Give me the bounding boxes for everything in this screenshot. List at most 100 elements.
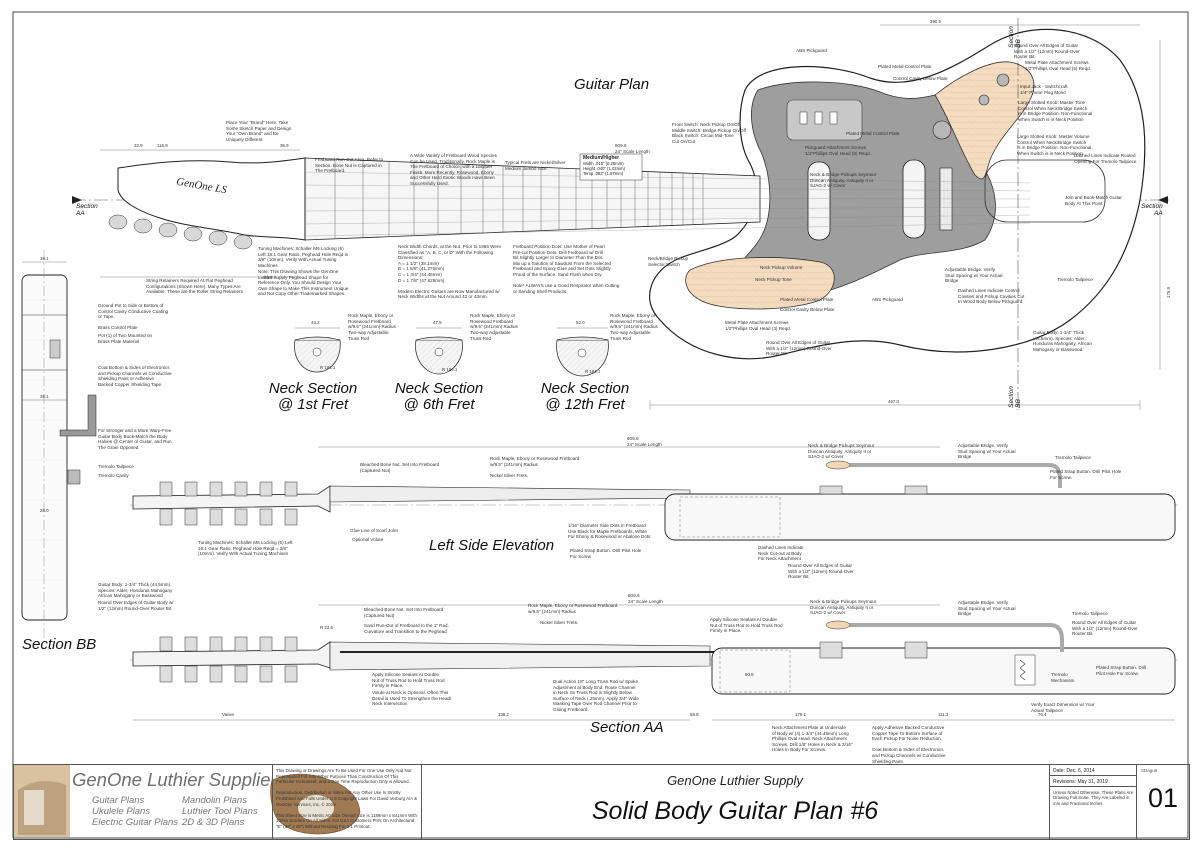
aa-neck [329, 641, 711, 671]
dim-ns1-width: 43.2 [311, 320, 320, 325]
string-gauge-line-3: Temp .062" (1.57mm) [583, 171, 624, 176]
dim-ns6-width: 47.9 [433, 320, 442, 325]
note-aa-bridge: Adjustable Bridge. Verify Stud Spacing w… [958, 600, 1016, 617]
note-dashed-control: Dashed Lines Indicate Control Cavities a… [958, 288, 1025, 305]
note-adjustable-bridge: Adjustable Bridge. Verify Stud Spacing w… [945, 267, 1003, 284]
note-ls-side-dots: 1/16" Diameter Side Dots in Fretboard Us… [568, 523, 651, 540]
note-neck-pickup-tone: Neck Pickup Tone [755, 277, 792, 282]
dim-aa-588: 58.8 [690, 712, 699, 717]
dim-ns6-radius: R 184.1 [442, 367, 458, 372]
dim-overall-body: 467.0 [888, 399, 899, 404]
note-aa-pickups: Neck & Bridge Pickups Seymour Duncan Ant… [810, 599, 877, 616]
string-gauge-title: Medium/Higher [583, 155, 620, 161]
link-luthier-tool-plans[interactable]: Luthier Tool Plans [182, 806, 258, 817]
note-round-over-bottom: Round Over All Edges of Guitar With a 1/… [766, 340, 832, 357]
note-control-cavity-2: Control Cavity Below Plate [780, 307, 835, 312]
title-logo-graphics [14, 765, 361, 837]
dim-aa-varies: Varies [222, 712, 235, 717]
note-neck-pickup-volume: Neck Pickup Volume [760, 265, 803, 270]
section-aa-marker-right: Section AA [1141, 203, 1163, 217]
scale-note: Unless Noted Otherwise, These Plans Are … [1049, 787, 1137, 839]
note-ls-volute: Optional Volute [352, 537, 384, 542]
dim-ns1-radius: R 184.1 [320, 365, 336, 370]
neck-section-12-shape [556, 339, 609, 377]
note-dashed-tailpiece: Dashed Lines Indicate Routed Opening For… [1074, 153, 1137, 164]
note-ls-rock: Rock Maple, Ebony or Rosewood Fretboard … [490, 456, 580, 467]
headstock [117, 157, 306, 241]
link-ukulele-plans[interactable]: Ukulele Plans [92, 806, 151, 817]
note-neck-width: Neck Width Chords, at the Nut. Prior to … [398, 244, 502, 300]
note-aa-rock: Rock Maple, Ebony or Rosewood Fretboard … [528, 603, 618, 614]
drawing-code: SDagu6 [1141, 768, 1158, 773]
guitar-plan-view [72, 18, 1170, 410]
neck-pickup [807, 161, 831, 241]
title-neck-1st: Neck Section @ 1st Fret [268, 380, 358, 413]
link-electric-guitar-plans[interactable]: Electric Guitar Plans [92, 817, 179, 828]
note-string-retainers: String Retainers Required At Flat Peghea… [146, 278, 243, 295]
note-aa-verify: Verify Exact Dimension w/ Your Actual Ta… [1031, 702, 1095, 713]
note-ls-round: Round Over All Edges of Guitar With a 1/… [788, 563, 854, 580]
plan-title: Solid Body Guitar Plan #6 [591, 797, 879, 825]
note-round-over-top: Round Over All Edges of Guitar With a 1/… [1014, 43, 1080, 60]
title-neck-6th: Neck Section @ 6th Fret [394, 380, 484, 413]
note-pickguard-screws: Pickguard Attachment Screws 1/2"Phillips… [805, 145, 871, 156]
dim-aa-508: 50.8 [745, 672, 754, 677]
note-aa-round: Round Over All Edges of Guitar With a 1/… [1072, 620, 1138, 637]
dim-32: 32.9 [134, 143, 143, 148]
disclaimer-cell: This Drawing or Drawings Are To Be Used … [272, 765, 422, 839]
revisions-field: Revisions: May 31, 2019 [1049, 776, 1137, 787]
knob-3 [978, 94, 990, 106]
note-brand: Place Your "Brand" Here. Take Some Sketc… [226, 120, 292, 142]
page-number: 01 [1147, 783, 1179, 813]
note-abs-pickguard-2: ABS Pickguard [872, 297, 903, 302]
link-mandolin-plans[interactable]: Mandolin Plans [182, 795, 247, 806]
dim-369: 36.9 [280, 143, 289, 148]
note-ns1-fretboard: Rock Maple, Ebony or Rosewood Fretboard … [348, 313, 396, 330]
note-metal-control-plate: Plated Metal Control Plate [846, 131, 900, 136]
link-guitar-plans[interactable]: Guitar Plans [92, 795, 145, 806]
ls-neck [329, 485, 691, 503]
aa-body [711, 647, 1176, 695]
note-ls-pickups: Neck & Bridge Pickups Seymour Duncan Ant… [808, 443, 875, 460]
neck-section-6-shape [415, 339, 463, 375]
dim-aa-763: 76.4 [1038, 712, 1047, 717]
note-large-knob-2: Large Slotted Knob: Master Volume Contro… [1017, 134, 1092, 156]
title-section-aa: Section AA [590, 719, 664, 736]
date-field: Date: Dec. 6, 2014 [1049, 765, 1137, 776]
section-bb-marker-bottom: Section BB [1007, 386, 1022, 408]
note-aa-tremolo-mech: Tremolo Mechanism [1051, 672, 1075, 683]
disclaimer-text: This Drawing or Drawings Are To Be Used … [276, 768, 418, 829]
dim-overall-top: 390.5 [930, 19, 941, 24]
dim-bb-height: 25.0 [40, 508, 49, 513]
title-cell: GenOne Luthier Supply Solid Body Guitar … [421, 765, 1050, 839]
title-guitar-plan: Guitar Plan [574, 76, 650, 93]
note-control-cavity: Control Cavity Below Plate [893, 76, 948, 81]
link-2d-3d-plans[interactable]: 2D & 3D Plans [182, 817, 245, 828]
note-bb-brass: Brass Control Plate [98, 325, 138, 330]
info-cell: Date: Dec. 6, 2014 Revisions: May 31, 20… [1049, 765, 1189, 839]
title-neck-12th: Neck Section @ 12th Fret [540, 380, 630, 413]
note-tuning-machines: Tuning Machines: Schaller M6 Locking (6)… [258, 246, 348, 268]
note-aa-scale: 609.6 24" Scale Length [628, 593, 663, 604]
note-large-knob-1: Large Slotted Knob: Master Tone Control … [1018, 100, 1093, 122]
string-gauge-line-1: Width .010" (0.25mm) [583, 161, 624, 166]
note-neck-pickup-selector: Neck/Bridge Pickup Selector Switch [648, 256, 689, 267]
dim-aa-338: 338.2 [498, 712, 509, 717]
knob-1 [932, 120, 952, 140]
note-aa-adhesive: Apply Adhesive Backed Conductive Copper … [872, 725, 946, 764]
note-bb-ground: Ground Pot to Side or Bottom of Control … [98, 303, 169, 320]
dim-83: 83.5 [264, 275, 273, 280]
note-front-switch: Front Switch: Neck Pickup On/Off Middle … [672, 122, 746, 144]
title-block: GenOne Luthier Supplies Guitar Plans Uku… [13, 764, 1190, 840]
note-ns12-fretboard: Rock Maple, Ebony or Rosewood Fretboard … [610, 313, 658, 330]
title-block-logo: GenOne Luthier Supplies Guitar Plans Uku… [14, 765, 273, 839]
note-bb-pot: Pot (1) of Two Mounted on Brass Plate Ma… [98, 333, 153, 344]
switch-plate [786, 99, 863, 141]
note-abs-pickguard: ABS Pickguard [796, 48, 827, 53]
section-bb-body [21, 274, 68, 621]
note-ls-scale: 609.6 24" Scale Length [627, 436, 662, 447]
title-section-bb: Section BB [22, 636, 97, 653]
note-ns12-truss: Two-way Adjustable Truss Rod [610, 330, 651, 341]
note-fret-dots: Fretboard Position Dots: Use Mother of P… [513, 244, 620, 294]
string-gauge-text: Medium/Higher Width .010" (0.25mm) Heigh… [583, 155, 641, 177]
